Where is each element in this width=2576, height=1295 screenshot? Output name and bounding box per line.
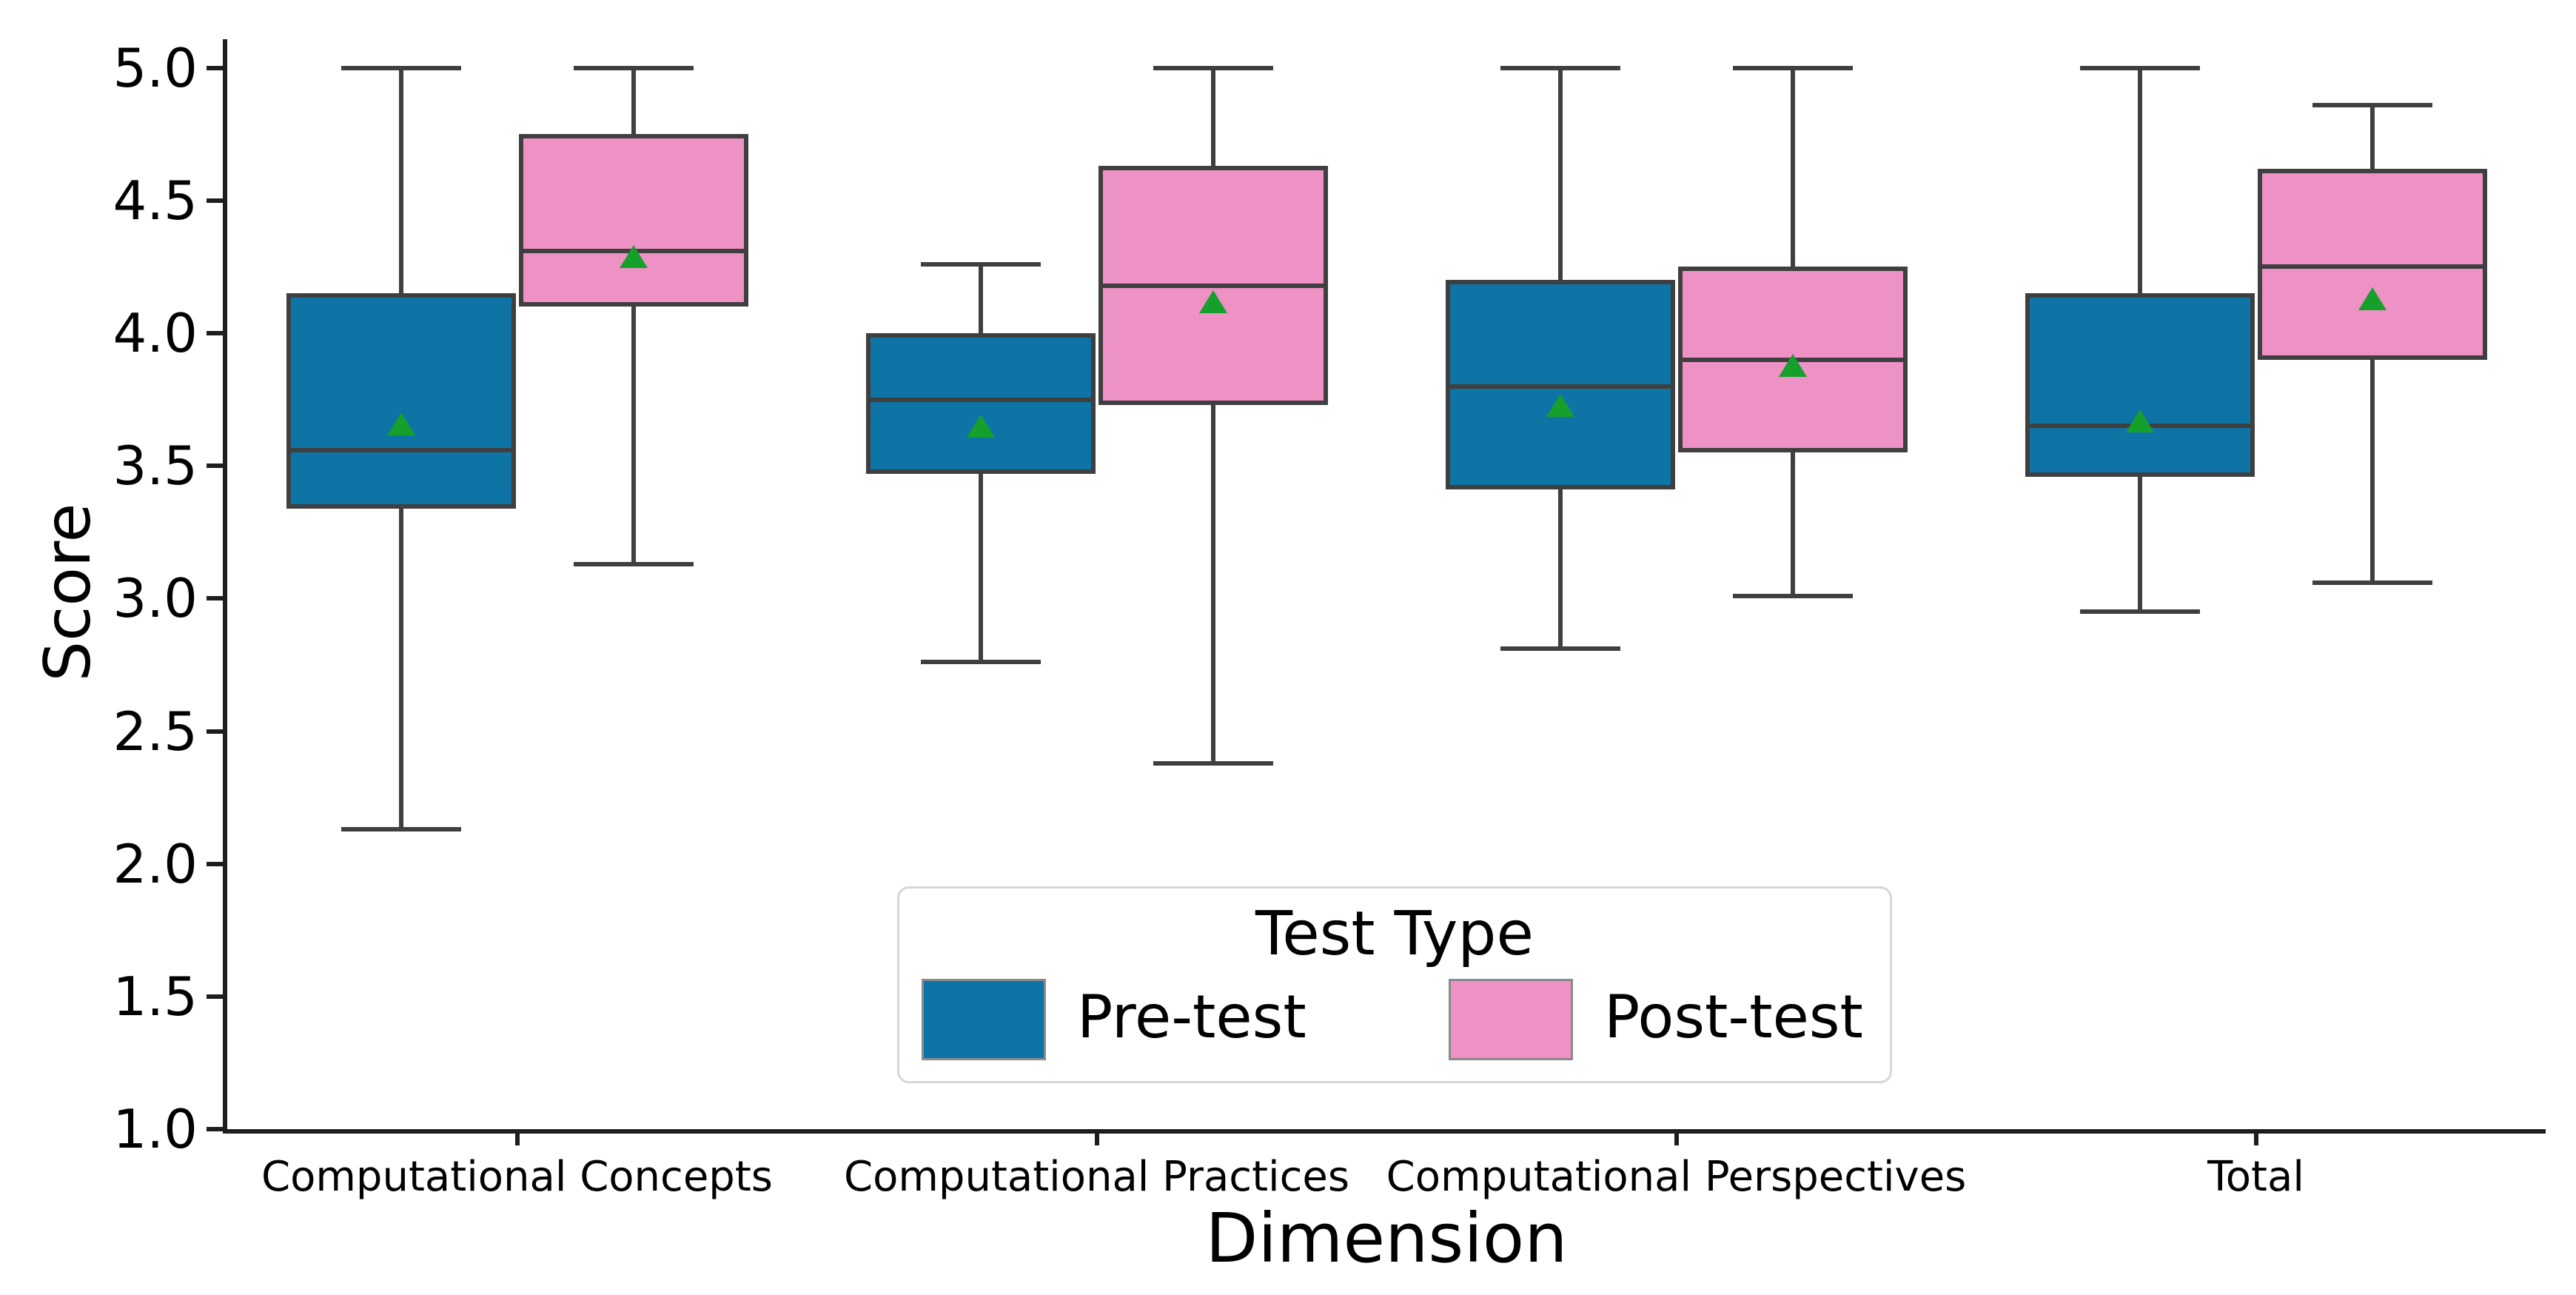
whisker-stem-upper: [1557, 67, 1563, 281]
x-category-label: Computational Perspectives: [1386, 1153, 1967, 1201]
mean-marker-icon: [1198, 290, 1227, 314]
mean-marker-icon: [2358, 287, 2387, 311]
whisker-stem-lower: [631, 307, 636, 564]
box-post-test: [2257, 168, 2487, 360]
legend-swatch-post-test: [1449, 979, 1573, 1060]
x-category-label: Computational Concepts: [261, 1153, 773, 1201]
whisker-stem-lower: [2369, 359, 2375, 583]
whisker-stem-lower: [1790, 452, 1795, 596]
y-tick-mark: [207, 464, 227, 469]
x-tick-mark: [1094, 1129, 1099, 1145]
whisker-cap-upper: [573, 65, 694, 70]
whisker-cap-lower: [2079, 609, 2200, 615]
whisker-stem-lower: [1210, 404, 1215, 763]
x-category-label: Computational Practices: [843, 1153, 1350, 1201]
whisker-cap-lower: [920, 660, 1041, 665]
whisker-stem-lower: [978, 473, 983, 663]
legend-title: Test Type: [1255, 899, 1534, 969]
x-tick-mark: [514, 1129, 520, 1145]
box-pre-test: [865, 333, 1096, 474]
whisker-stem-upper: [978, 264, 983, 334]
box-post-test: [518, 134, 748, 307]
median-line: [2257, 264, 2487, 270]
whisker-stem-upper: [1210, 67, 1215, 167]
box-pre-test: [286, 293, 516, 509]
legend-label-post-test: Post-test: [1604, 983, 1863, 1051]
y-tick-label: 2.0: [113, 832, 198, 895]
mean-marker-icon: [386, 412, 415, 435]
mean-marker-icon: [2125, 409, 2154, 433]
median-line: [865, 397, 1096, 402]
whisker-cap-lower: [1732, 593, 1853, 598]
y-tick-label: 3.0: [113, 567, 198, 630]
whisker-cap-lower: [341, 827, 461, 832]
y-tick-label: 1.0: [113, 1098, 198, 1160]
x-tick-mark: [2253, 1129, 2258, 1145]
y-tick-label: 5.0: [113, 36, 198, 99]
whisker-cap-upper: [2312, 102, 2432, 107]
y-tick-mark: [207, 596, 227, 601]
whisker-cap-upper: [341, 65, 461, 70]
y-tick-label: 4.0: [113, 302, 198, 365]
median-line: [1445, 384, 1675, 389]
whisker-cap-lower: [2312, 580, 2432, 585]
whisker-cap-lower: [1153, 760, 1273, 766]
whisker-stem-upper: [398, 67, 403, 294]
x-category-label: Total: [2207, 1153, 2304, 1201]
y-tick-label: 1.5: [113, 965, 198, 1028]
whisker-stem-upper: [631, 67, 636, 135]
mean-marker-icon: [966, 415, 995, 438]
whisker-stem-lower: [2137, 476, 2142, 612]
whisker-cap-upper: [2079, 65, 2200, 70]
y-tick-mark: [207, 198, 227, 203]
mean-marker-icon: [1546, 393, 1574, 417]
y-tick-label: 3.5: [113, 435, 198, 498]
whisker-stem-upper: [1790, 67, 1795, 267]
y-tick-mark: [207, 331, 227, 336]
whisker-cap-lower: [573, 561, 694, 566]
legend-swatch-pre-test: [922, 979, 1046, 1060]
y-tick-mark: [207, 65, 227, 70]
y-tick-label: 4.5: [113, 169, 198, 232]
whisker-stem-lower: [1557, 489, 1563, 649]
whisker-cap-upper: [1500, 65, 1620, 70]
x-tick-mark: [1674, 1129, 1679, 1145]
y-tick-mark: [207, 729, 227, 734]
y-tick-mark: [207, 1127, 227, 1131]
y-tick-label: 2.5: [113, 700, 198, 763]
median-line: [1098, 283, 1328, 288]
legend-label-pre-test: Pre-test: [1077, 983, 1307, 1051]
whisker-stem-upper: [2137, 67, 2142, 294]
median-line: [286, 447, 516, 452]
box-pre-test: [2025, 293, 2255, 477]
whisker-cap-lower: [1500, 646, 1620, 652]
legend: Test Type Pre-test Post-test: [897, 886, 1892, 1083]
y-tick-mark: [207, 994, 227, 999]
mean-marker-icon: [1778, 354, 1807, 378]
whisker-cap-upper: [1153, 65, 1273, 70]
whisker-cap-upper: [920, 261, 1041, 267]
y-tick-mark: [207, 861, 227, 866]
whisker-stem-lower: [398, 508, 403, 830]
whisker-cap-upper: [1732, 65, 1853, 70]
mean-marker-icon: [619, 245, 648, 269]
x-axis-label: Dimension: [1205, 1199, 1568, 1278]
whisker-stem-upper: [2369, 104, 2375, 169]
